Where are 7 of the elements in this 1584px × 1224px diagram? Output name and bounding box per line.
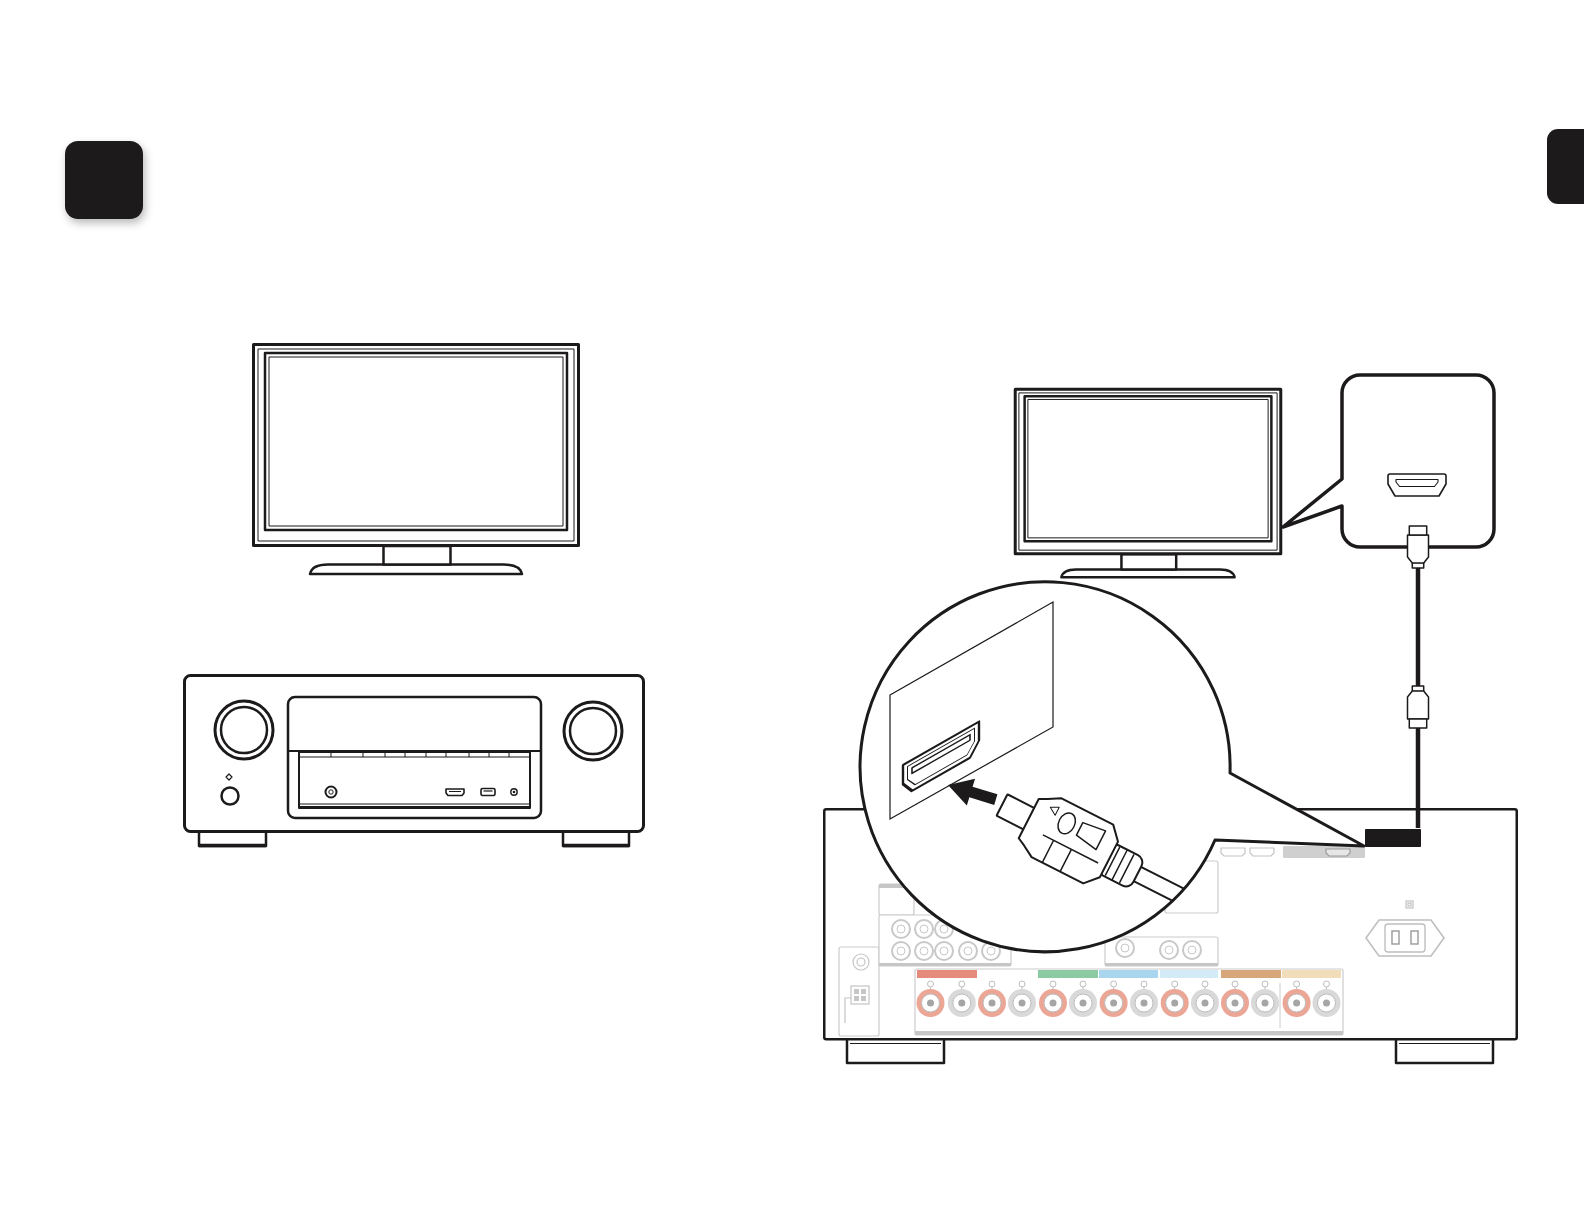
tv-drawing	[252, 343, 580, 575]
hdmi-cable	[1406, 525, 1430, 828]
av-receiver-front-drawing	[183, 674, 645, 848]
callout-box	[1282, 373, 1496, 549]
step-marker	[65, 141, 143, 219]
tv-drawing	[1014, 388, 1282, 578]
hdmi-port	[1364, 828, 1422, 848]
